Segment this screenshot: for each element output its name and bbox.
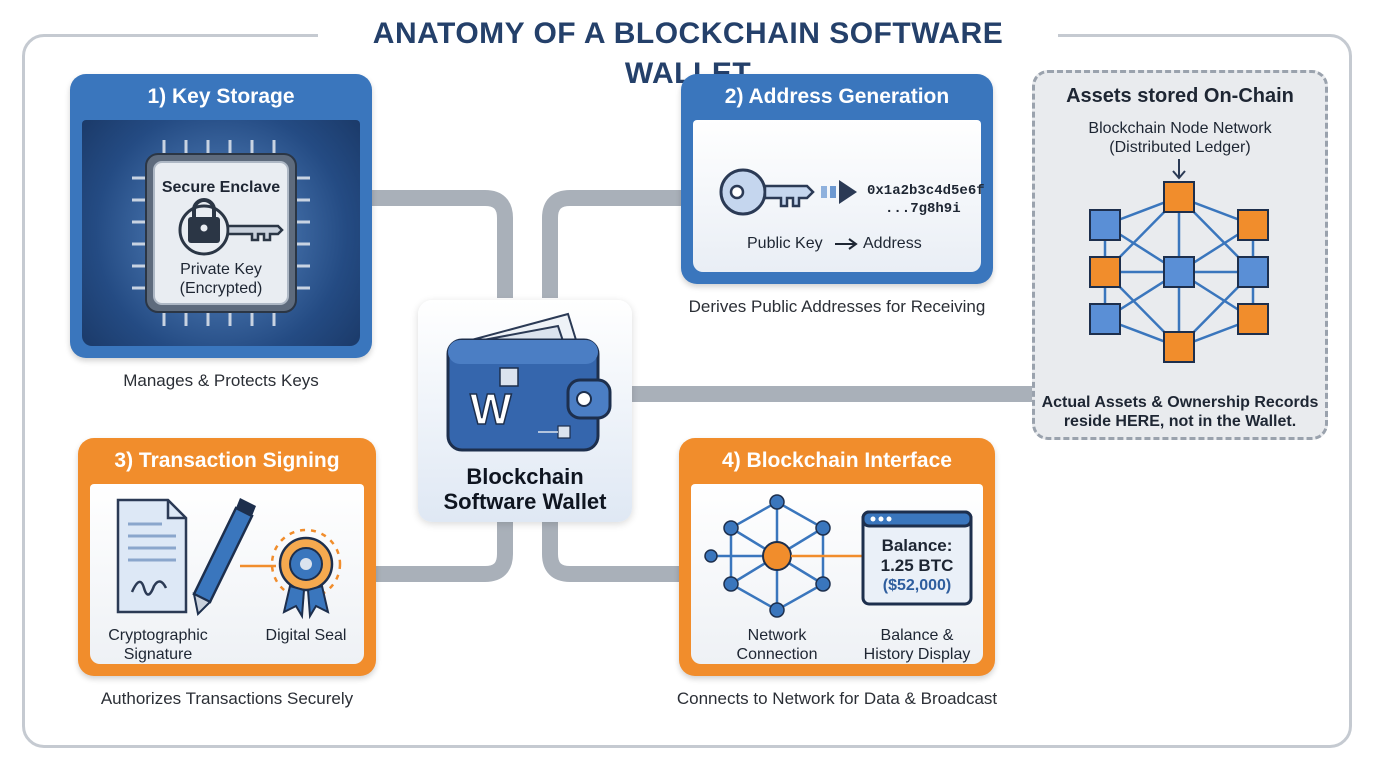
- blockchain-interface-caption: Connects to Network for Data & Broadcast: [676, 689, 998, 708]
- transaction-signing-card: 3) Transaction Signing: [78, 438, 376, 676]
- svg-text:W: W: [470, 385, 512, 434]
- secure-enclave-label: Secure Enclave: [161, 179, 281, 196]
- wallet-center: W Blockchain Software Wallet: [418, 300, 632, 522]
- blockchain-interface-header: 4) Blockchain Interface: [722, 449, 952, 472]
- wallet-title-line1: Blockchain: [466, 464, 584, 489]
- key-storage-panel: Secure Enclave Private Key (Encrypted): [82, 120, 360, 346]
- signature-document-icon: [116, 498, 342, 620]
- pipe-address-generation: [542, 190, 683, 298]
- balance-history-line1: Balance &: [880, 627, 954, 644]
- address-generation-header: 2) Address Generation: [724, 85, 950, 108]
- node-network-icon: [1089, 159, 1269, 363]
- network-connection-icon: [704, 494, 973, 618]
- pipe-transaction-signing: [372, 520, 513, 582]
- on-chain-header: Assets stored On-Chain: [1066, 85, 1294, 107]
- wallet-title-line2: Software Wallet: [443, 489, 607, 514]
- address-generation-card: 2) Address Generation 0x1a2b3c4d5e6f ...…: [681, 74, 993, 284]
- key-storage-card: 1) Key Storage Secure Enclave: [70, 74, 372, 358]
- flow-public-key-label: Public Key: [747, 235, 823, 252]
- key-storage-caption: Manages & Protects Keys: [123, 371, 319, 390]
- key-storage-header: 1) Key Storage: [147, 85, 295, 108]
- address-generation-caption: Derives Public Addresses for Receiving: [688, 297, 986, 316]
- node-network-line2: (Distributed Ledger): [1109, 139, 1251, 156]
- on-chain-note-line1: Actual Assets & Ownership Records: [1041, 394, 1319, 411]
- signature-label-line2: Signature: [123, 646, 193, 663]
- on-chain-panel: Assets stored On-Chain Blockchain Node N…: [1032, 70, 1328, 440]
- derive-arrow-icon: [821, 180, 857, 204]
- transaction-signing-panel: Cryptographic Signature Digital Seal: [90, 484, 364, 664]
- address-line-2: ...7g8h9i: [885, 201, 961, 217]
- blockchain-interface-panel: Balance: 1.25 BTC ($52,000) Network Conn…: [691, 484, 983, 664]
- public-key-icon: [719, 168, 857, 216]
- node-network-line1: Blockchain Node Network: [1088, 120, 1272, 137]
- on-chain-note-line2: reside HERE, not in the Wallet.: [1063, 413, 1297, 430]
- balance-label: Balance:: [881, 536, 953, 555]
- flow-arrow-icon: [835, 238, 858, 250]
- network-connection-line1: Network: [747, 627, 807, 644]
- wallet-icon: W: [446, 312, 612, 452]
- chip-icon: [132, 140, 310, 326]
- transaction-signing-header: 3) Transaction Signing: [114, 449, 340, 472]
- private-key-label-line1: Private Key: [180, 261, 262, 278]
- address-line-1: 0x1a2b3c4d5e6f: [867, 183, 985, 199]
- signature-label-line1: Cryptographic: [108, 627, 208, 644]
- flow-address-label: Address: [863, 235, 922, 252]
- balance-display-icon: [861, 510, 973, 606]
- digital-seal-icon: [270, 528, 342, 620]
- pipe-blockchain-interface: [542, 520, 683, 582]
- address-generation-panel: 0x1a2b3c4d5e6f ...7g8h9i Public Key Addr…: [693, 120, 985, 272]
- blockchain-interface-card: 4) Blockchain Interface: [679, 438, 995, 676]
- pen-icon: [192, 498, 256, 617]
- network-connection-line2: Connection: [736, 646, 818, 663]
- balance-btc-value: 1.25 BTC: [880, 556, 954, 575]
- private-key-label-line2: (Encrypted): [179, 280, 263, 297]
- balance-history-line2: History Display: [863, 646, 971, 663]
- transaction-signing-caption: Authorizes Transactions Securely: [100, 689, 354, 708]
- pipe-key-storage: [372, 190, 513, 298]
- balance-usd-value: ($52,000): [882, 577, 952, 594]
- digital-seal-label: Digital Seal: [265, 627, 347, 644]
